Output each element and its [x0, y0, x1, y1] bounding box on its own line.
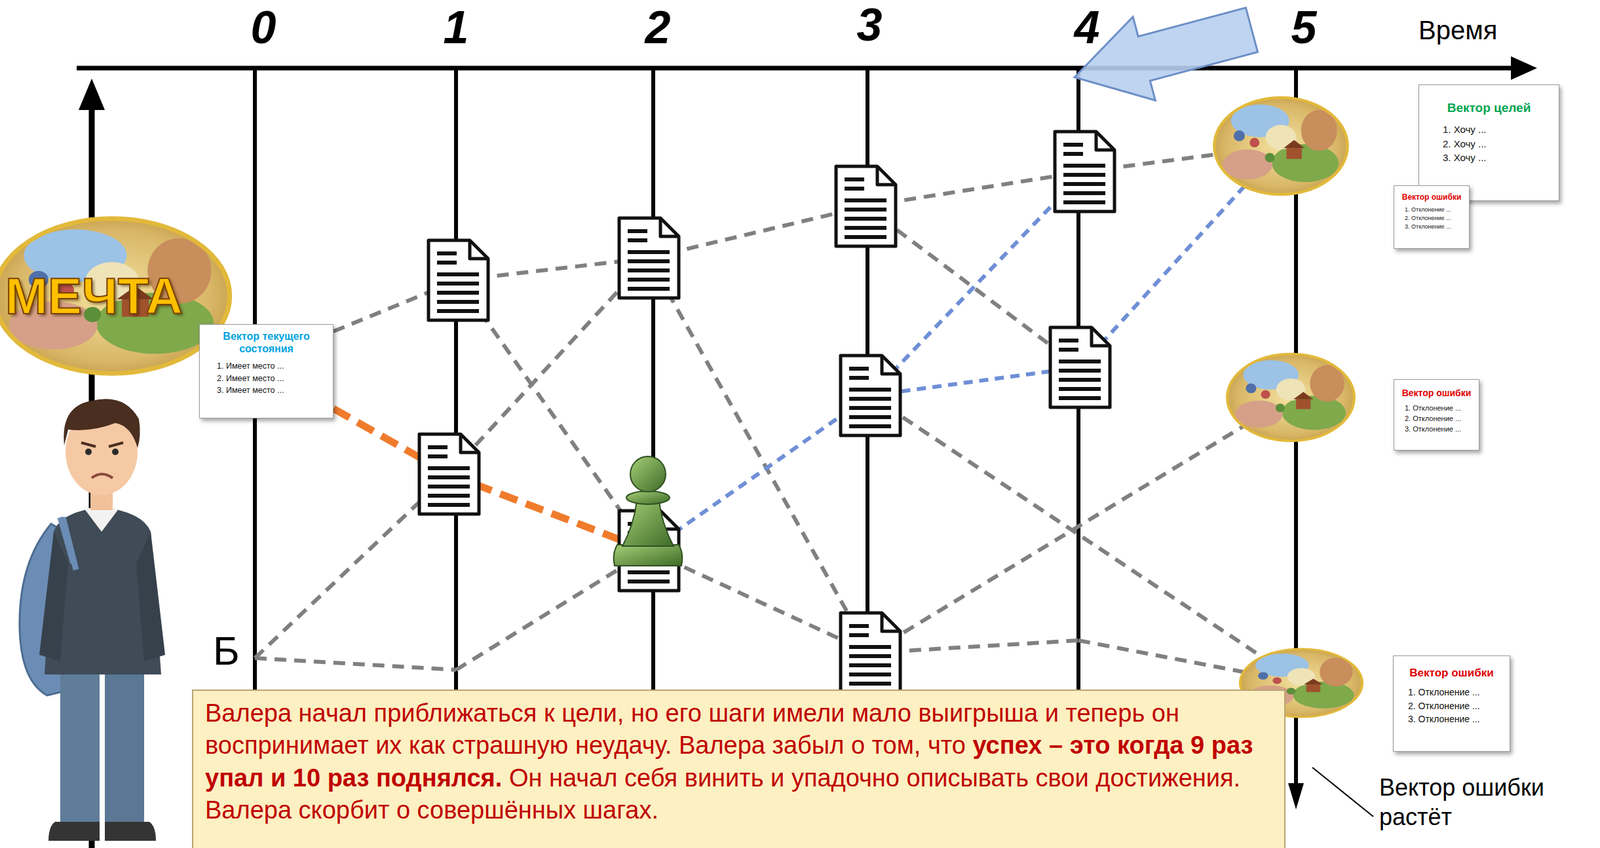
list-item: 3. Хочу ... — [1421, 150, 1557, 166]
error-vector-box: Вектор ошибки 1. Отклонение ...2. Отклоне… — [1392, 655, 1511, 753]
axis-title: Время — [1418, 15, 1498, 45]
axis-number: 4 — [1054, 2, 1120, 54]
document-icon — [836, 166, 896, 247]
axis-number: 3 — [836, 0, 903, 51]
axis-arrowhead — [78, 78, 105, 111]
path-line — [648, 206, 866, 259]
list-item: 3. Имеет место ... — [202, 384, 331, 397]
annotation: Вектор ошибки растёт — [1379, 773, 1589, 833]
eye — [85, 448, 92, 456]
goal-vector-box: Вектор целей 1. Хочу ...2. Хочу ...3. Хоч… — [1418, 84, 1560, 202]
box-heading: Вектор ошибки — [1396, 387, 1477, 400]
pawn-body — [622, 500, 674, 547]
callout-text: Валера начал приближаться к цели, но его… — [205, 697, 1273, 828]
error-vector-box: Вектор ошибки 1. Отклонение ...2. Отклоне… — [1393, 185, 1470, 249]
document-icon — [1050, 327, 1110, 408]
axis-number: 5 — [1271, 2, 1337, 54]
path-line — [870, 397, 1291, 654]
error-arrowhead — [1288, 783, 1304, 810]
time-axis — [76, 66, 1517, 71]
list-item: 2. Отклонение ... — [1396, 699, 1507, 713]
list-item: 3. Отклонение ... — [1396, 712, 1507, 726]
document-icon — [428, 240, 489, 321]
leader-line — [1312, 767, 1374, 818]
document-icon — [840, 613, 901, 694]
dream-collage — [0, 218, 230, 375]
document-icon — [419, 434, 479, 515]
list-item: 2. Отклонение ... — [1396, 214, 1467, 223]
arm — [136, 532, 166, 662]
list-item: 3. Отклонение ... — [1396, 222, 1467, 232]
list-item: 2. Хочу ... — [1421, 136, 1557, 152]
document-icon — [840, 355, 901, 436]
strap — [60, 517, 77, 571]
box-heading: Вектор текущего состояния — [202, 330, 331, 356]
hair — [63, 399, 140, 449]
list-item: 1. Хочу ... — [1421, 122, 1557, 137]
error-vector-box: Вектор ошибки 1. Отклонение ...2. Отклоне… — [1393, 379, 1480, 451]
person — [19, 399, 166, 842]
box-heading: Вектор ошибки — [1396, 666, 1507, 681]
list-item: 2. Имеет место ... — [202, 372, 331, 385]
eyebrow — [81, 442, 124, 447]
list-item: 3. Отклонение ... — [1396, 424, 1477, 436]
box-heading: Вектор целей — [1421, 100, 1557, 116]
path-line — [648, 258, 871, 654]
pawn-collar — [626, 491, 670, 505]
path-line — [865, 171, 1085, 207]
result-ellipse — [1227, 354, 1355, 442]
document-icon — [1054, 131, 1115, 212]
path-line — [254, 658, 457, 671]
mouth — [91, 474, 113, 479]
dream-title: МЕЧТА — [5, 270, 183, 322]
axis-arrowhead — [1510, 56, 1538, 80]
axis-number: 0 — [230, 2, 297, 54]
result-ellipse — [1214, 97, 1348, 195]
list-item: 1. Отклонение ... — [1396, 403, 1477, 415]
collar — [83, 508, 120, 533]
pawn-base — [613, 545, 683, 567]
chosen-path-line — [648, 395, 871, 552]
axis-number: 1 — [423, 2, 489, 54]
list-item: 1. Отклонение ... — [1396, 685, 1507, 700]
list-item: 1. Имеет место ... — [202, 360, 331, 373]
leg — [104, 661, 145, 826]
eye — [112, 448, 119, 456]
list-item: 2. Отклонение ... — [1396, 414, 1477, 425]
shoe — [104, 822, 156, 842]
box-heading: Вектор ошибки — [1396, 192, 1467, 202]
dream-text-wrap: МЕЧТА — [5, 214, 183, 379]
document-icon — [619, 218, 679, 299]
leg — [60, 661, 100, 826]
list-item: 1. Отклонение ... — [1396, 205, 1467, 215]
shoe — [48, 822, 100, 842]
path-line — [870, 395, 1302, 684]
pawn-head — [630, 456, 666, 493]
point-label: Б — [212, 628, 240, 674]
axis-number: 2 — [625, 2, 691, 54]
story-callout: Валера начал приближаться к цели, но его… — [191, 689, 1286, 848]
arm — [39, 532, 69, 662]
state-vector-box: Вектор текущего состояния 1. Имеет место … — [199, 324, 334, 419]
